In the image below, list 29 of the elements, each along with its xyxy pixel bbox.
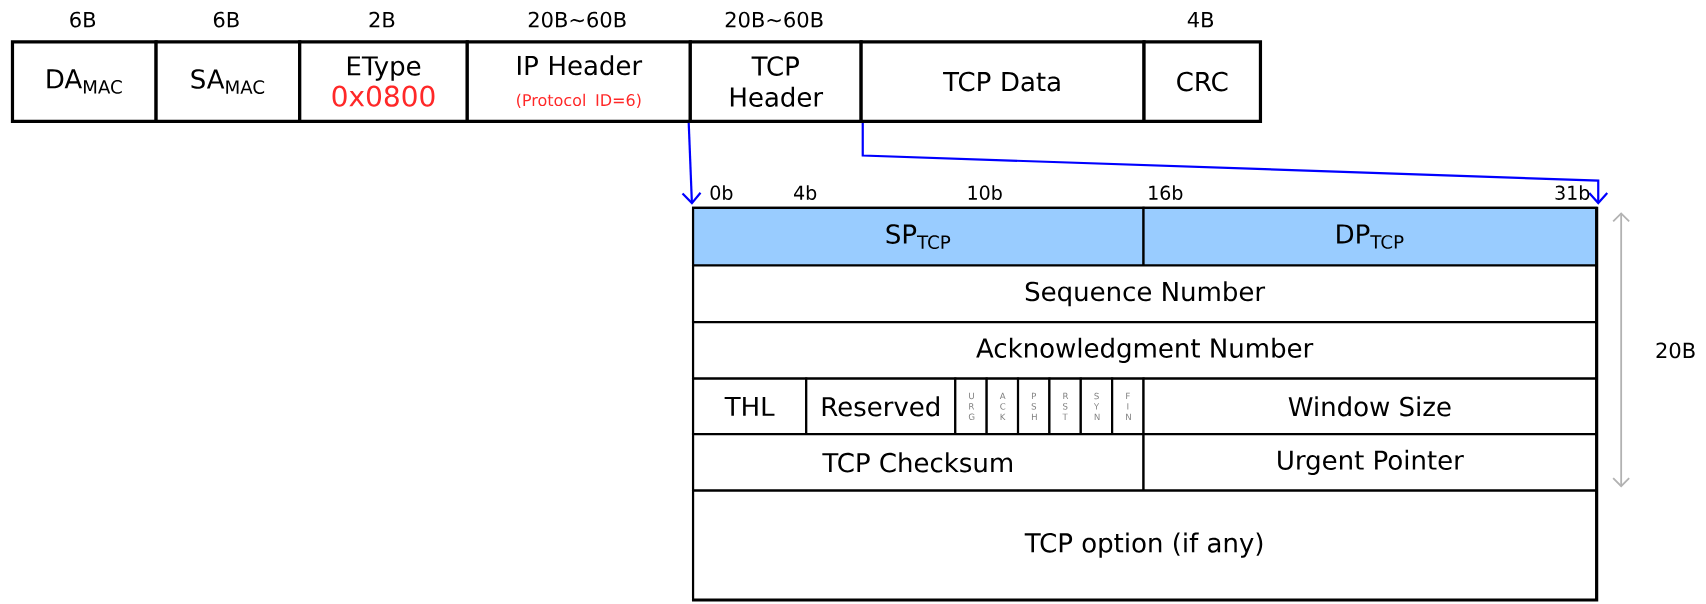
flag-cell: P S H	[1016, 377, 1051, 436]
dimension-label: 20B	[1656, 342, 1695, 359]
flag-cell: F I N	[1111, 377, 1145, 436]
size-label: 6B	[213, 11, 239, 28]
flag-cell: S Y N	[1079, 377, 1114, 436]
frame-field-cell: EType 0x0800	[298, 40, 469, 123]
frame-field-cell: SA$_{MAC}$	[154, 40, 302, 123]
header-field-cell: THL	[692, 377, 808, 436]
header-field-cell: Sequence Number	[692, 264, 1598, 324]
flag-cell: A C K	[985, 377, 1020, 436]
frame-field-cell: CRC	[1142, 40, 1263, 123]
bit-label: 31b	[1555, 185, 1590, 200]
leader-line	[681, 122, 702, 205]
flag-cell: U R G	[954, 377, 988, 436]
frame-field-cell: TCP Header	[688, 40, 863, 123]
frame-field-cell: IP Header (Protocol ID=6)	[465, 40, 692, 123]
size-label: 20B~60B	[725, 11, 823, 28]
frame-field-cell: DA$_{MAC}$	[10, 40, 158, 123]
bit-label: 16b	[1149, 185, 1183, 200]
leader-line	[861, 122, 1609, 205]
port-field-cell: DP$_{TCP}$	[1142, 206, 1598, 267]
header-field-cell: Urgent Pointer	[1142, 433, 1598, 492]
size-label: 20B~60B	[528, 11, 626, 28]
bit-label: 0b	[710, 185, 733, 200]
flag-cell: R S T	[1048, 377, 1082, 436]
size-label: 2B	[369, 11, 395, 28]
size-label: 4B	[1187, 12, 1214, 28]
port-field-cell: SP$_{TCP}$	[692, 206, 1145, 267]
size-label: 6B	[70, 11, 96, 28]
